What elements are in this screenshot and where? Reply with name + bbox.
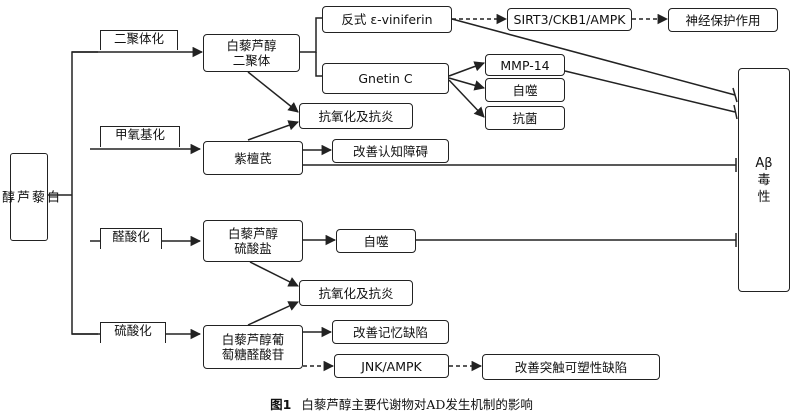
dimer-split xyxy=(315,52,322,77)
inhibit-viniferin-abeta xyxy=(451,18,736,96)
root-connector xyxy=(48,194,72,196)
dimer-split xyxy=(300,17,322,53)
arrow-gnetin-antibac xyxy=(448,79,485,118)
trunk-connector xyxy=(71,196,98,335)
arrow-gnetin-mmp xyxy=(448,61,485,77)
label-glucuronidation: 醛酸化 xyxy=(100,228,162,249)
node-viniferin: 反式 ε-viniferin xyxy=(322,6,452,33)
node-abeta-toxicity: Aβ 毒 性 xyxy=(738,68,790,292)
node-neuroprotect: 神经保护作用 xyxy=(668,8,778,32)
node-resveratrol: 白 藜 芦 醇 xyxy=(0,153,59,241)
figure-number: 图1 xyxy=(270,397,292,412)
node-sirt3: SIRT3/CKB1/AMPK xyxy=(507,8,632,31)
node-cognition: 改善认知障碍 xyxy=(332,139,449,163)
node-jnk: JNK/AMPK xyxy=(334,354,449,378)
node-glucuronide: 白藜芦醇葡 萄糖醛酸苷 xyxy=(203,325,303,369)
arrow-gnetin-auto xyxy=(448,77,486,91)
label-sulfation: 硫酸化 xyxy=(100,322,166,343)
node-autophagy-1: 自噬 xyxy=(485,78,565,102)
arrow-ptero-antiox xyxy=(247,120,299,141)
inhibit-bar xyxy=(732,87,738,103)
node-memory: 改善记忆缺陷 xyxy=(332,320,449,344)
trunk-connector xyxy=(71,51,98,196)
node-gnetin: Gnetin C xyxy=(322,63,449,94)
node-mmp14: MMP-14 xyxy=(485,54,565,76)
node-sulfate: 白藜芦醇 硫酸盐 xyxy=(203,220,303,262)
figure-caption-text: 白藜芦醇主要代谢物对AD发生机制的影响 xyxy=(301,397,533,412)
arrow-gluc-antiox xyxy=(247,301,299,326)
inhibit-bar xyxy=(733,104,738,120)
node-antioxidant-1: 抗氧化及抗炎 xyxy=(299,103,413,129)
label-methoxylation: 甲氧基化 xyxy=(100,126,180,147)
label-dimerization: 二聚体化 xyxy=(100,30,178,50)
node-pterostilbene: 紫檀芪 xyxy=(203,141,303,175)
arrow-dimer-antiox xyxy=(247,71,299,113)
node-dimer: 白藜芦醇 二聚体 xyxy=(203,34,300,72)
node-autophagy-2: 自噬 xyxy=(336,229,416,253)
figure-caption: 图1 白藜芦醇主要代谢物对AD发生机制的影响 xyxy=(0,394,803,413)
node-synaptic: 改善突触可塑性缺陷 xyxy=(482,354,660,380)
node-antibacterial: 抗菌 xyxy=(485,106,565,130)
arrow-sulfate-antiox xyxy=(249,261,299,287)
node-antioxidant-2: 抗氧化及抗炎 xyxy=(299,280,413,306)
inhibit-mmp-abeta xyxy=(564,70,736,113)
